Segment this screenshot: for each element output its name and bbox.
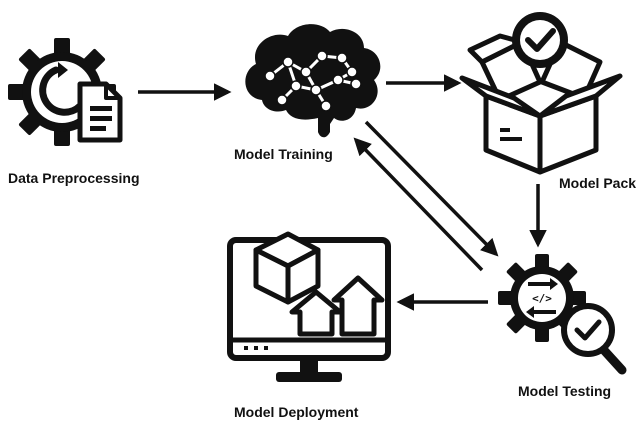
stage-label-packaging: Model Pack: [559, 175, 637, 191]
arrow-training-to-testing: [364, 120, 499, 257]
svg-text:</>: </>: [532, 292, 552, 305]
arrow-testing-to-training: [353, 137, 484, 272]
gear-document-icon: [8, 38, 123, 146]
brain-network-icon: [245, 24, 381, 138]
stage-label-testing: Model Testing: [518, 383, 612, 399]
stage-label-preprocessing: Data Preprocessing: [8, 170, 140, 186]
gear-code-magnifier-icon: </>: [498, 254, 627, 375]
monitor-cube-arrows-icon: [227, 231, 391, 382]
stage-label-training: Model Training: [234, 146, 333, 162]
open-box-check-icon: [459, 12, 623, 175]
stage-label-deployment: Model Deployment: [234, 404, 359, 420]
